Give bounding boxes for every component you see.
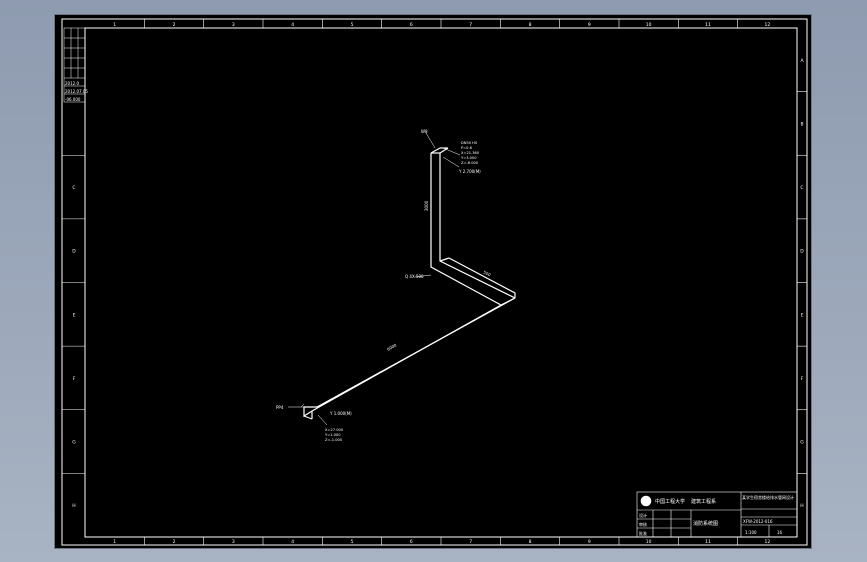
pipe-annotations bbox=[288, 132, 461, 426]
corner-line-1: 2012.0 bbox=[65, 81, 79, 86]
column-label-top: 8 bbox=[529, 22, 532, 28]
row-label-left: C bbox=[72, 185, 75, 191]
corner-line-2: 2012.07.05 bbox=[65, 89, 88, 94]
top-end-label: W8 bbox=[421, 129, 428, 134]
outer-border bbox=[61, 18, 808, 546]
column-label-top: 4 bbox=[291, 22, 294, 28]
top-note-line: Z=-6.000 bbox=[461, 161, 479, 165]
bottom-note-line: Z=-1.000 bbox=[325, 438, 343, 442]
pipe-left-edge bbox=[430, 153, 502, 306]
column-label-bottom: 11 bbox=[705, 539, 711, 545]
row-label-left: E bbox=[73, 312, 76, 318]
row-label-left: G bbox=[72, 440, 76, 446]
column-label-bottom: 9 bbox=[588, 539, 591, 545]
short-dimension: 500 bbox=[483, 269, 492, 277]
column-label-top: 2 bbox=[173, 22, 176, 28]
column-label-top: 9 bbox=[588, 22, 591, 28]
inner-border bbox=[84, 27, 798, 538]
drawing-number: XFW-2012-016 bbox=[743, 519, 773, 524]
column-label-top: 1 bbox=[113, 22, 116, 28]
column-label-top: 10 bbox=[646, 22, 652, 28]
title-row-label: 设计 bbox=[639, 512, 647, 518]
row-label-left: H bbox=[72, 503, 75, 509]
row-label-left: F bbox=[73, 376, 76, 382]
column-label-top: 12 bbox=[764, 22, 770, 28]
bottom-elevation: Y 1.000(M) bbox=[329, 411, 352, 416]
column-label-bottom: 7 bbox=[469, 539, 472, 545]
corner-grid bbox=[63, 27, 86, 103]
bottom-end-label: PP4 bbox=[276, 405, 284, 410]
column-label-bottom: 4 bbox=[291, 539, 294, 545]
column-label-top: 11 bbox=[705, 22, 711, 28]
row-label-right: C bbox=[800, 185, 803, 191]
column-label-bottom: 6 bbox=[410, 539, 413, 545]
column-label-bottom: 12 bbox=[764, 539, 770, 545]
zone-ticks bbox=[62, 19, 807, 545]
elbow-label: Q 4X-500 bbox=[405, 274, 424, 279]
column-label-bottom: 5 bbox=[351, 539, 354, 545]
left-row-labels: C D E F G H bbox=[72, 185, 76, 509]
corner-line-3: -06.000 bbox=[65, 97, 81, 102]
school-name: 中国工程大学 bbox=[655, 498, 685, 505]
row-label-right: H bbox=[800, 503, 803, 509]
right-row-labels: A B C D E F G H bbox=[800, 58, 804, 509]
row-label-right: D bbox=[800, 249, 804, 255]
bottom-note-line: X=27.000 bbox=[325, 428, 344, 432]
title-row-label: 审核 bbox=[639, 521, 647, 527]
column-label-top: 5 bbox=[351, 22, 354, 28]
column-label-top: 3 bbox=[232, 22, 235, 28]
project-title: 某学生宿舍楼给排水管网设计 bbox=[742, 494, 794, 500]
title-block bbox=[636, 491, 798, 538]
row-label-left: D bbox=[72, 249, 76, 255]
column-label-bottom: 2 bbox=[173, 539, 176, 545]
column-label-bottom: 3 bbox=[232, 539, 235, 545]
row-label-right: E bbox=[801, 312, 804, 318]
top-note-line: X=21.360 bbox=[461, 151, 480, 155]
top-note-line: DN50 HS bbox=[461, 141, 478, 145]
scale: 1:100 bbox=[745, 530, 757, 535]
top-elevation: Y 2.700(M) bbox=[458, 169, 481, 174]
row-label-right: G bbox=[800, 440, 804, 446]
top-note-line: P=0.6 bbox=[461, 146, 473, 150]
department: 建筑工程系 bbox=[691, 498, 716, 505]
pipe-system bbox=[303, 147, 516, 420]
row-label-right: A bbox=[800, 58, 804, 64]
row-label-right: B bbox=[800, 121, 803, 127]
vertical-dimension: 3000 bbox=[424, 200, 429, 211]
pipe-right-edge bbox=[439, 153, 516, 299]
drawing-name: 消防系统图 bbox=[693, 520, 718, 527]
bottom-note-line: Y=1.000 bbox=[325, 433, 341, 437]
column-label-bottom: 1 bbox=[113, 539, 116, 545]
sheet-number: 16 bbox=[777, 530, 783, 535]
column-label-bottom: 10 bbox=[646, 539, 652, 545]
column-label-bottom: 8 bbox=[529, 539, 532, 545]
top-note-line: Y=3.000 bbox=[461, 156, 477, 160]
column-label-top: 6 bbox=[410, 22, 413, 28]
title-row-label: 批准 bbox=[639, 530, 647, 536]
row-label-right: F bbox=[801, 376, 804, 382]
column-label-top: 7 bbox=[469, 22, 472, 28]
long-dimension: 6000 bbox=[386, 342, 398, 352]
